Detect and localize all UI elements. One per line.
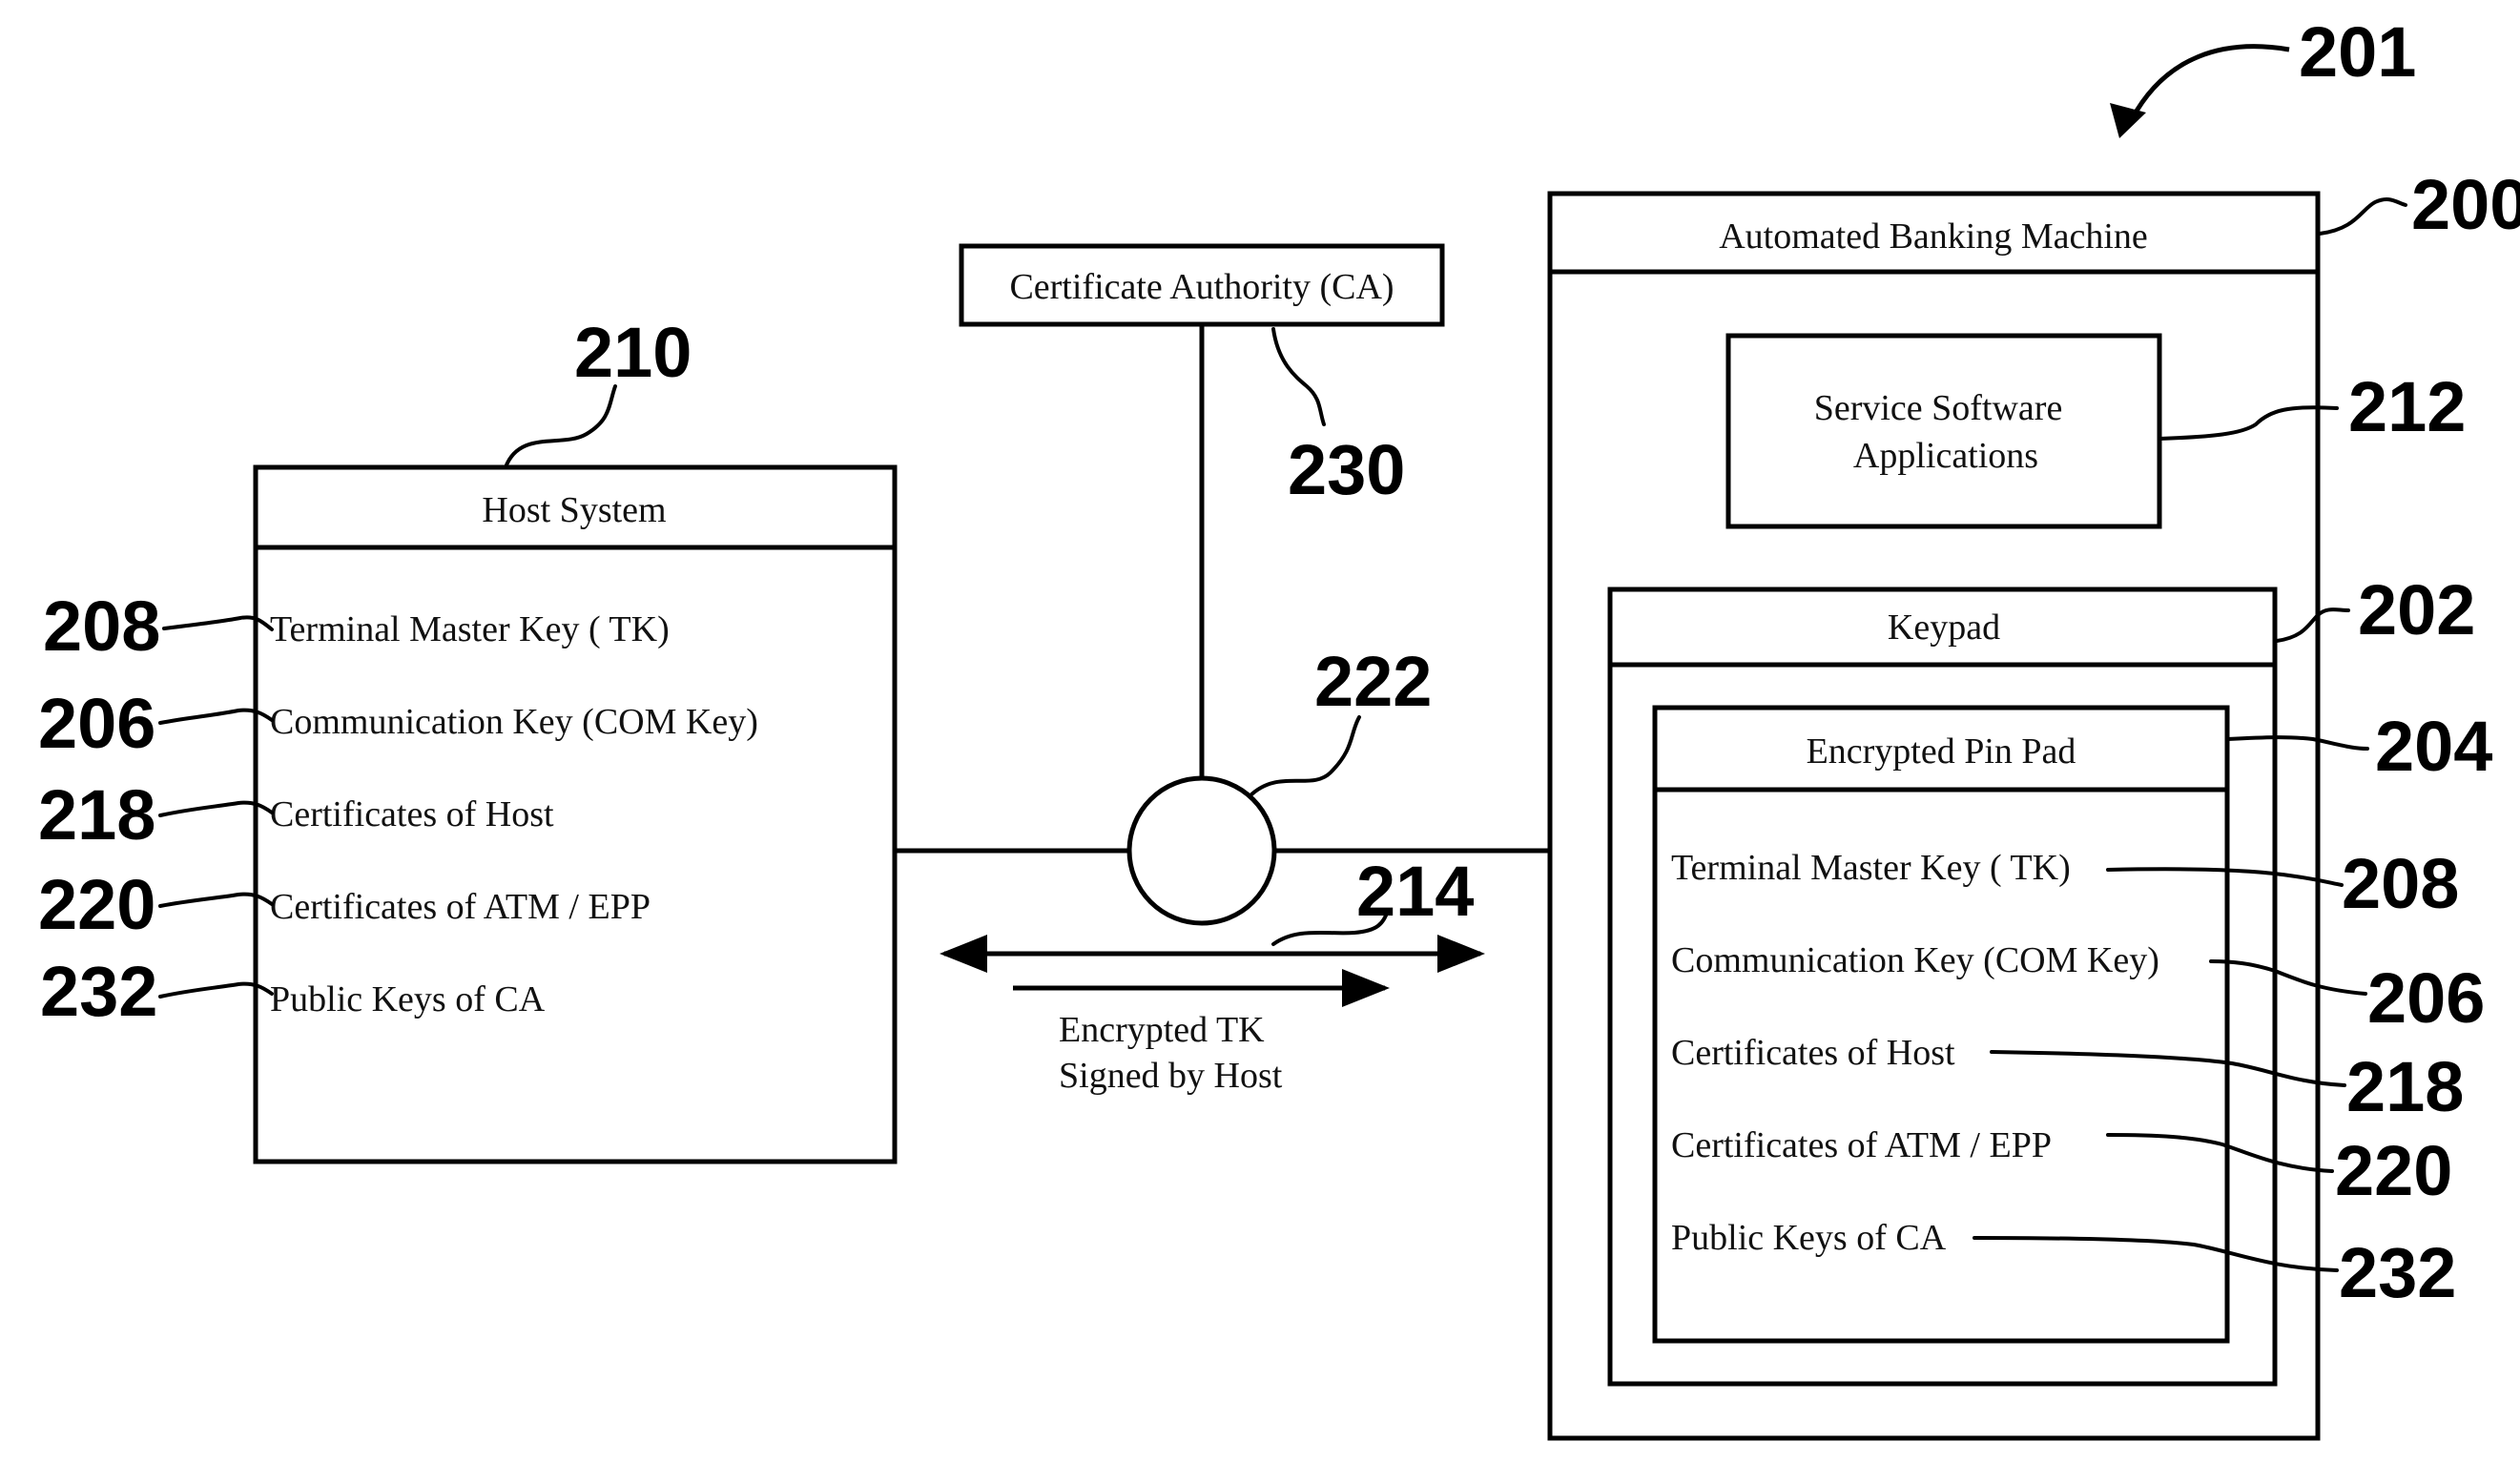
host-ref-208: 208 (43, 587, 160, 666)
epp-item-com-key: Communication Key (COM Key) (1671, 940, 2159, 980)
epp-ref-218: 218 (2346, 1047, 2464, 1126)
network-ref: 222 (1314, 642, 1432, 721)
host-ref-206: 206 (38, 684, 155, 763)
epp-item-cert-atm: Certificates of ATM / EPP (1671, 1125, 2052, 1165)
ca-ref: 230 (1288, 430, 1405, 509)
service-software-box (1728, 336, 2159, 526)
epp-item-tk: Terminal Master Key ( TK) (1671, 848, 2071, 888)
host-item-cert-atm: Certificates of ATM / EPP (270, 887, 651, 927)
keypad-ref: 202 (2358, 570, 2475, 649)
host-title: Host System (482, 490, 666, 530)
service-software-ref: 212 (2348, 367, 2466, 446)
host-ref-218: 218 (38, 775, 155, 855)
host-ref: 210 (574, 313, 692, 392)
atm-title: Automated Banking Machine (1719, 216, 2148, 257)
host-item-com-key: Communication Key (COM Key) (270, 702, 758, 742)
transfer-ref: 214 (1356, 852, 1474, 931)
service-software-line2: Applications (1853, 436, 2038, 476)
atm-ref: 200 (2411, 165, 2520, 244)
epp-item-cert-host: Certificates of Host (1671, 1033, 1955, 1073)
keypad-title: Keypad (1888, 607, 2000, 648)
transfer-label-line1: Encrypted TK (1059, 1010, 1265, 1050)
ca-title: Certificate Authority (CA) (1009, 267, 1394, 307)
epp-ref-206: 206 (2367, 958, 2485, 1038)
epp-ref-232: 232 (2339, 1233, 2456, 1312)
host-ref-232: 232 (40, 952, 157, 1031)
epp-ref: 204 (2375, 707, 2492, 786)
figure-ref-arrow (2132, 47, 2289, 119)
automated-banking-machine: Automated Banking Machine 200 Service So… (1550, 165, 2520, 1438)
network-node (1129, 778, 1274, 923)
epp-ref-220: 220 (2335, 1131, 2452, 1210)
epp-ref-208: 208 (2342, 844, 2459, 923)
network-ref-leader (1250, 717, 1359, 796)
service-software-line1: Service Software (1814, 388, 2063, 428)
host-ref-leader (506, 386, 615, 467)
host-item-tk: Terminal Master Key ( TK) (270, 609, 670, 649)
ca-ref-leader (1273, 329, 1324, 424)
host-ref-220: 220 (38, 865, 155, 944)
epp-item-ca-keys: Public Keys of CA (1671, 1218, 1947, 1258)
host-item-ca-keys: Public Keys of CA (270, 979, 546, 1019)
atm-ref-leader (2320, 199, 2406, 234)
host-system: Host System Terminal Master Key ( TK) Co… (38, 313, 895, 1162)
figure-ref: 201 (2299, 12, 2416, 92)
figure-ref-group: 201 (2110, 12, 2416, 138)
host-item-cert-host: Certificates of Host (270, 794, 554, 834)
transfer-label-line2: Signed by Host (1059, 1056, 1283, 1096)
epp-title: Encrypted Pin Pad (1807, 731, 2076, 772)
